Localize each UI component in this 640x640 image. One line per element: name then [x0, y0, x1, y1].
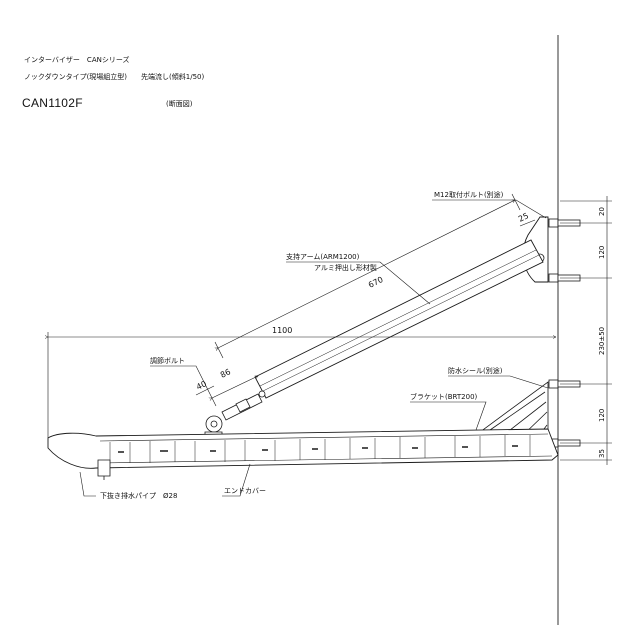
dim-1100: [48, 332, 556, 438]
callout-arm: 支持アーム(ARM1200): [286, 252, 360, 261]
adjust-bolt: [221, 390, 266, 421]
callout-end-cover: エンドカバー: [224, 487, 266, 495]
callout-waterproof-seal: 防水シール(別途): [448, 366, 503, 375]
dim-230-label: 230±50: [598, 327, 606, 355]
dim-35-label: 35: [598, 449, 606, 458]
dim-20-label: 20: [598, 207, 606, 216]
callout-arm-material: アルミ押出し形材製: [314, 263, 377, 272]
dim-670-label: 670: [367, 275, 385, 290]
dim-670: [215, 193, 521, 359]
dim-1100-label: 1100: [272, 326, 292, 335]
leader-lines: [79, 199, 549, 497]
view-label: (断面図): [166, 100, 193, 108]
callout-bracket: ブラケット(BRT200): [410, 392, 478, 401]
callout-drain-pipe: 下抜き排水パイプ Ø28: [100, 491, 177, 500]
dim-adjust: [195, 376, 258, 398]
dim-120-bottom-label: 120: [598, 409, 606, 422]
dim-86-label: 86: [219, 367, 232, 380]
series-title: インターバイザー CANシリーズ: [24, 56, 130, 64]
callout-adjust-bolt: 調節ボルト: [150, 356, 185, 365]
type-title: ノックダウンタイプ(現場組立型) 先端流し(傾斜1/50): [24, 73, 205, 81]
drain-pipe: [97, 459, 111, 480]
canopy-body: [47, 428, 559, 469]
dim-25: [519, 219, 536, 227]
rib-segments: [109, 435, 531, 464]
dim-25-label: 25: [517, 211, 530, 224]
dim-right: [560, 196, 612, 465]
dim-40-label: 40: [195, 379, 208, 392]
wall-bolts: [548, 218, 581, 448]
callout-bolt-m12: M12取付ボルト(別途): [434, 190, 504, 199]
dim-120-top-label: 120: [598, 246, 606, 259]
model-number: CAN1102F: [22, 96, 83, 110]
